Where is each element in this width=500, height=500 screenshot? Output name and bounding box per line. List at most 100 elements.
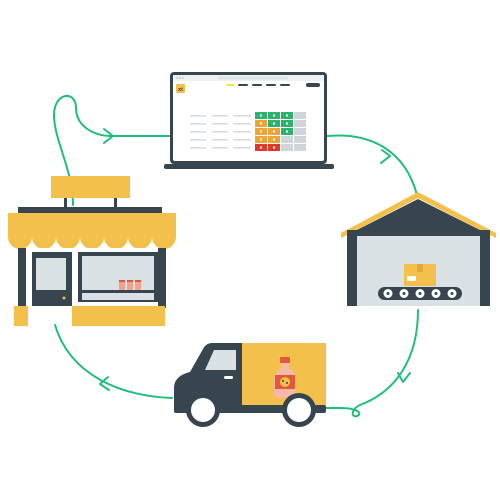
arrowhead-laptop-to-warehouse: [380, 149, 391, 164]
status-cell-mark: [286, 114, 288, 117]
status-cell-grey: [281, 136, 293, 143]
conveyor-belt: [378, 287, 462, 300]
shop-sign-post: [114, 198, 117, 208]
arrowhead-shop-to-laptop: [103, 128, 114, 144]
shop-right-wall: [158, 248, 166, 308]
laptop-icon: xt: [164, 72, 334, 169]
truck-front-wheel: [186, 393, 220, 427]
nav-action-button: [306, 83, 320, 87]
row-text: [190, 131, 206, 133]
status-cell-mark: [260, 114, 262, 117]
wheel-rim: [191, 398, 215, 422]
status-cell-mark: [273, 122, 275, 125]
roller-hub: [450, 292, 454, 295]
dashboard-text-rows: [190, 115, 251, 149]
dashboard-nav: [226, 83, 320, 87]
bottle-cap: [280, 357, 290, 363]
sauce-bottle-icon: [274, 357, 296, 398]
status-cell-grey: [294, 144, 306, 151]
shop-sign: [51, 176, 130, 198]
flow-arrows: [53, 95, 419, 418]
arrowhead-truck-to-shop: [99, 376, 110, 391]
row-text: [212, 139, 228, 141]
door-knob: [62, 296, 66, 300]
row-text: [233, 147, 251, 149]
status-cell-mark: [286, 122, 288, 125]
nav-item: [238, 84, 248, 86]
status-cell-mark: [273, 146, 275, 149]
truck-icon: [174, 343, 326, 427]
row-text: [233, 139, 251, 141]
jar: [119, 281, 125, 290]
status-cell-mark: [260, 122, 262, 125]
row-text: [233, 115, 251, 117]
shop-step-left: [14, 306, 28, 326]
awning-scallop: [56, 237, 80, 249]
status-cell-mark: [260, 146, 262, 149]
jar-lid: [119, 280, 125, 282]
status-cell-grey: [281, 144, 293, 151]
flow-shop-to-laptop: [53, 95, 171, 206]
shop-awning: [8, 213, 176, 237]
awning-scallop: [8, 237, 32, 249]
awning-scallop: [128, 237, 152, 249]
shop-window-glass: [82, 256, 154, 300]
wheel-rim: [287, 398, 311, 422]
window-dot: [176, 77, 178, 79]
truck-door-handle: [224, 376, 233, 379]
laptop-base: [164, 164, 334, 169]
status-cell-mark: [286, 130, 288, 133]
awning-scallop: [104, 237, 128, 249]
flow-laptop-to-warehouse: [326, 134, 418, 196]
jar: [135, 281, 141, 290]
row-text: [233, 131, 251, 133]
status-cell-mark: [260, 138, 262, 141]
warehouse-icon: [341, 192, 496, 306]
roller-hub: [434, 292, 438, 295]
warehouse-header-beam: [347, 230, 490, 236]
jar: [127, 281, 133, 290]
shop-roof-bar: [18, 207, 162, 213]
status-cell-grey: [294, 136, 306, 143]
dashboard-logo-text: xt: [178, 87, 183, 93]
jar-lid: [127, 280, 133, 282]
status-cell-mark: [273, 130, 275, 133]
status-cell-grey: [294, 120, 306, 127]
box-tape: [417, 264, 423, 272]
jars-icon: [119, 280, 141, 290]
row-text: [212, 123, 228, 125]
status-cell-grey: [294, 128, 306, 135]
nav-item: [252, 84, 262, 86]
awning-scallop: [80, 237, 104, 249]
awning-scallop: [152, 237, 176, 249]
window-dot: [182, 77, 184, 79]
truck-rear-wheel: [282, 393, 316, 427]
arrowhead-warehouse-to-truck: [397, 372, 411, 383]
flow-warehouse-to-truck: [325, 309, 419, 418]
awning-scallop: [32, 237, 56, 249]
status-cell-mark: [260, 130, 262, 133]
bottle-label-dot: [286, 382, 288, 384]
shop-left-wall: [18, 248, 26, 308]
conveyor-rollers: [383, 289, 457, 298]
roller-hub: [386, 292, 390, 295]
row-text: [190, 115, 206, 117]
truck-window: [205, 350, 236, 370]
shop-door-glass: [36, 258, 66, 290]
roller-hub: [418, 292, 422, 295]
shop-icon: [8, 176, 176, 326]
status-cell-mark: [273, 114, 275, 117]
row-text: [190, 123, 206, 125]
dashboard-status-grid: [255, 112, 306, 151]
bottle-label-emblem: [280, 377, 290, 387]
row-text: [190, 147, 206, 149]
jar-lid: [135, 280, 141, 282]
nav-item: [266, 84, 276, 86]
awning-scallops: [8, 237, 176, 249]
row-text: [212, 147, 228, 149]
window-shelf: [82, 290, 154, 293]
bottle-label-dot: [282, 380, 284, 382]
box-label: [407, 276, 416, 281]
window-dot: [179, 77, 181, 79]
